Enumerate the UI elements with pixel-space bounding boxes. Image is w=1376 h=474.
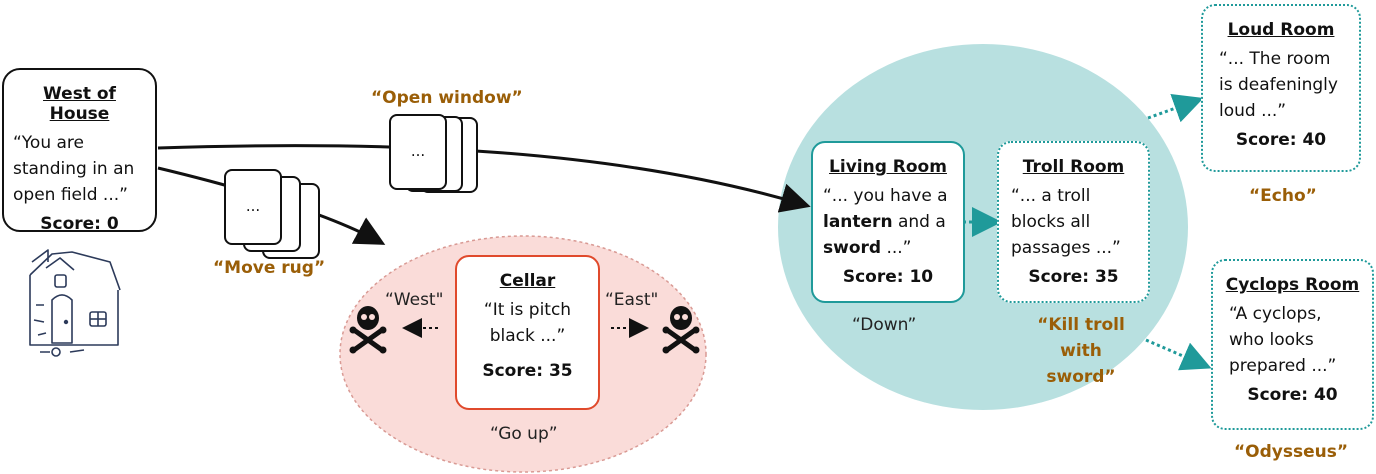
room-loud-room: Loud Room “... The room is deafeningly l…	[1201, 4, 1361, 172]
room-description: “... a troll blocks all passages ...”	[1011, 186, 1121, 258]
label-go-up: “Go up”	[490, 424, 558, 444]
label-down: “Down”	[852, 315, 917, 335]
command-move-rug: “Move rug”	[213, 258, 326, 278]
skull-crossbones-icon	[349, 306, 387, 354]
text-part: ...”	[881, 238, 912, 258]
room-description: “It is pitch black ...”	[483, 300, 572, 346]
card-stack-front: ...	[389, 114, 447, 190]
room-title: Cellar	[499, 271, 556, 291]
label-west: “West"	[385, 290, 444, 310]
room-cellar: Cellar “It is pitch black ...” Score: 35	[455, 255, 600, 410]
text-bold-sword: sword	[823, 238, 882, 258]
room-score: Score: 40	[1247, 385, 1338, 405]
card-stack-front: ...	[224, 169, 282, 245]
room-title: Cyclops Room	[1225, 275, 1360, 295]
room-troll-room: Troll Room “... a troll blocks all passa…	[997, 141, 1150, 303]
room-cyclops-room: Cyclops Room “A cyclops, who looks prepa…	[1211, 259, 1374, 430]
text-bold-lantern: lantern	[823, 212, 893, 232]
room-title: Living Room	[829, 157, 947, 177]
arrow-to-living-room	[157, 144, 811, 213]
skull-crossbones-icon	[662, 306, 700, 354]
room-title: Loud Room	[1227, 20, 1335, 40]
room-description: “A cyclops, who looks prepared ...”	[1229, 304, 1337, 376]
arrow-to-loud-room	[1147, 94, 1204, 123]
command-kill-troll: “Kill troll with sword”	[1037, 315, 1125, 387]
text-part: “... you have a	[823, 186, 948, 206]
room-score: Score: 40	[1235, 130, 1327, 150]
arrow-to-cyclops-room	[1145, 338, 1212, 371]
room-score: Score: 10	[842, 267, 934, 287]
room-west-of-house: West of House “You are standing in an op…	[2, 68, 157, 234]
house-icon	[29, 249, 121, 357]
label-east: “East"	[605, 290, 659, 310]
card-ellipsis: ...	[410, 142, 426, 160]
room-title: West of House	[43, 84, 116, 124]
room-description: “... you have a lantern and a sword ...”	[823, 183, 953, 261]
room-score: Score: 35	[1028, 267, 1119, 287]
command-odysseus: “Odysseus”	[1234, 442, 1349, 462]
room-description: “You are standing in an open field ...”	[13, 133, 135, 205]
room-description: “... The room is deafeningly loud ...”	[1219, 49, 1338, 121]
room-title: Troll Room	[1022, 157, 1125, 177]
room-living-room: Living Room “... you have a lantern and …	[811, 141, 965, 303]
room-score: Score: 0	[40, 214, 119, 234]
command-echo: “Echo”	[1249, 186, 1317, 206]
card-ellipsis: ...	[245, 197, 261, 215]
command-open-window: “Open window”	[371, 88, 523, 108]
room-score: Score: 35	[482, 361, 573, 381]
text-part: and a	[892, 212, 946, 232]
